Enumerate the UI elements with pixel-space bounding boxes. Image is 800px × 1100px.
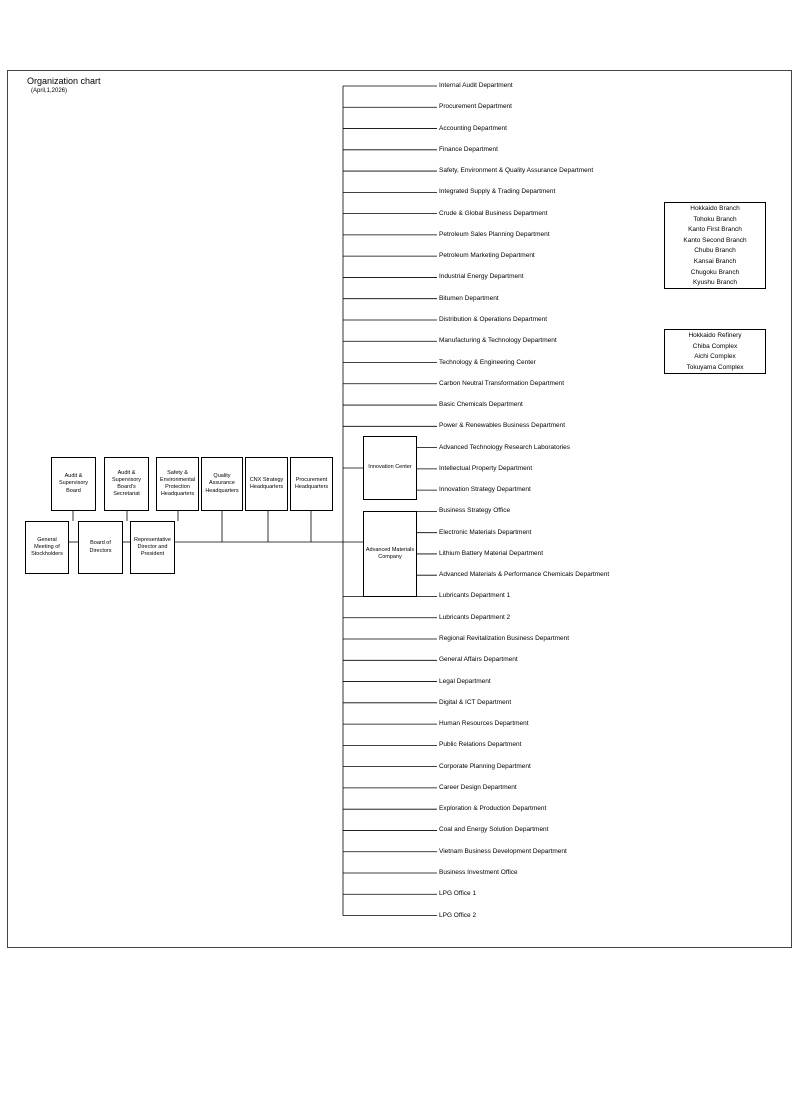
- department-item: Digital & ICT Department: [439, 698, 512, 706]
- department-item: Legal Department: [439, 677, 491, 685]
- branch-item: Hokkaido Branch: [690, 205, 740, 212]
- department-item: Intellectual Property Department: [439, 464, 533, 472]
- audit-board-box: Audit & Supervisory Board: [51, 457, 96, 511]
- branch-item: Chubu Branch: [694, 247, 736, 255]
- department-item: Procurement Department: [439, 103, 512, 111]
- department-item: Finance Department: [439, 145, 498, 153]
- department-item: Petroleum Sales Planning Department: [439, 230, 550, 238]
- representative-director-box: Representative Director and President: [130, 521, 175, 574]
- department-item: Human Resources Department: [439, 720, 529, 728]
- department-item: Career Design Department: [439, 783, 517, 791]
- procurement-hq-box: Procurement Headquarters: [290, 457, 333, 511]
- refinery-item: Chiba Complex: [692, 342, 738, 350]
- audit-secretariat-box: Audit & Supervisory Board's Secretariat: [104, 457, 149, 511]
- branch-item: Tohoku Branch: [693, 215, 737, 223]
- branch-item: Kanto Second Branch: [683, 236, 747, 244]
- department-item: Innovation Strategy Department: [439, 486, 531, 494]
- department-item: Carbon Neutral Transformation Department: [439, 379, 565, 387]
- department-item: Exploration & Production Department: [439, 805, 547, 813]
- department-item: Lithium Battery Material Department: [439, 549, 544, 557]
- refinery-list-box: Hokkaido Refinery Chiba Complex Aichi Co…: [664, 329, 766, 374]
- branch-item: Kansai Branch: [693, 257, 737, 265]
- innovation-center-box: Innovation Center: [363, 436, 417, 500]
- cnx-hq-box: CNX Strategy Headquarters: [245, 457, 288, 511]
- safety-hq-box: Safety & Environmental Protection Headqu…: [156, 457, 199, 511]
- refinery-item: Tokuyama Complex: [686, 363, 744, 371]
- branch-list-box: Hokkaido Branch Tohoku Branch Kanto Firs…: [664, 202, 766, 289]
- department-item: Lubricants Department 2: [439, 613, 511, 621]
- department-item: Coal and Energy Solution Department: [439, 826, 549, 834]
- department-item: Bitumen Department: [439, 294, 499, 302]
- department-item: LPG Office 2: [439, 911, 477, 919]
- department-item: Internal Audit Department: [439, 82, 513, 89]
- branch-item: Kanto First Branch: [688, 226, 742, 234]
- department-item: LPG Office 1: [439, 890, 477, 898]
- department-item: Electronic Materials Department: [439, 528, 532, 536]
- department-item: Lubricants Department 1: [439, 592, 511, 600]
- branch-item: Chugoku Branch: [690, 268, 740, 276]
- chart-date: (April,1,2026): [31, 88, 68, 94]
- advanced-materials-box: Advanced Materials Company: [363, 511, 417, 597]
- department-item: Public Relations Department: [439, 741, 522, 749]
- department-item: Advanced Technology Research Laboratorie…: [439, 443, 571, 451]
- department-item: Regional Revitalization Business Departm…: [439, 635, 570, 643]
- refinery-item: Aichi Complex: [694, 353, 736, 361]
- department-item: Vietnam Business Development Department: [439, 847, 567, 855]
- chart-title: Organization chart: [27, 76, 101, 86]
- quality-hq-box: Quality Assurance Headquarters: [201, 457, 243, 511]
- general-meeting-box: General Meeting of Stockholders: [25, 521, 69, 574]
- department-item: Business Investment Office: [439, 868, 518, 876]
- department-item: Accounting Department: [439, 124, 507, 132]
- department-item: Safety, Environment & Quality Assurance …: [439, 167, 594, 175]
- department-item: Business Strategy Office: [439, 507, 511, 515]
- refinery-item: Hokkaido Refinery: [688, 332, 742, 339]
- department-item: Crude & Global Business Department: [439, 209, 548, 217]
- branch-item: Kyushu Branch: [692, 279, 738, 287]
- board-of-directors-box: Board of Directors: [78, 521, 123, 574]
- department-item: Integrated Supply & Trading Department: [439, 188, 556, 196]
- department-item: Technology & Engineering Center: [439, 358, 536, 366]
- department-item: Advanced Materials & Performance Chemica…: [439, 571, 610, 579]
- chart-frame: [7, 70, 792, 948]
- department-item: Industrial Energy Department: [439, 273, 524, 281]
- department-item: Basic Chemicals Department: [439, 401, 523, 409]
- department-item: Corporate Planning Department: [439, 762, 531, 770]
- department-item: Manufacturing & Technology Department: [439, 337, 557, 345]
- department-item: Power & Renewables Business Department: [439, 422, 566, 430]
- department-item: Petroleum Marketing Department: [439, 252, 535, 260]
- department-item: Distribution & Operations Department: [439, 315, 548, 323]
- department-item: General Affairs Department: [439, 656, 518, 664]
